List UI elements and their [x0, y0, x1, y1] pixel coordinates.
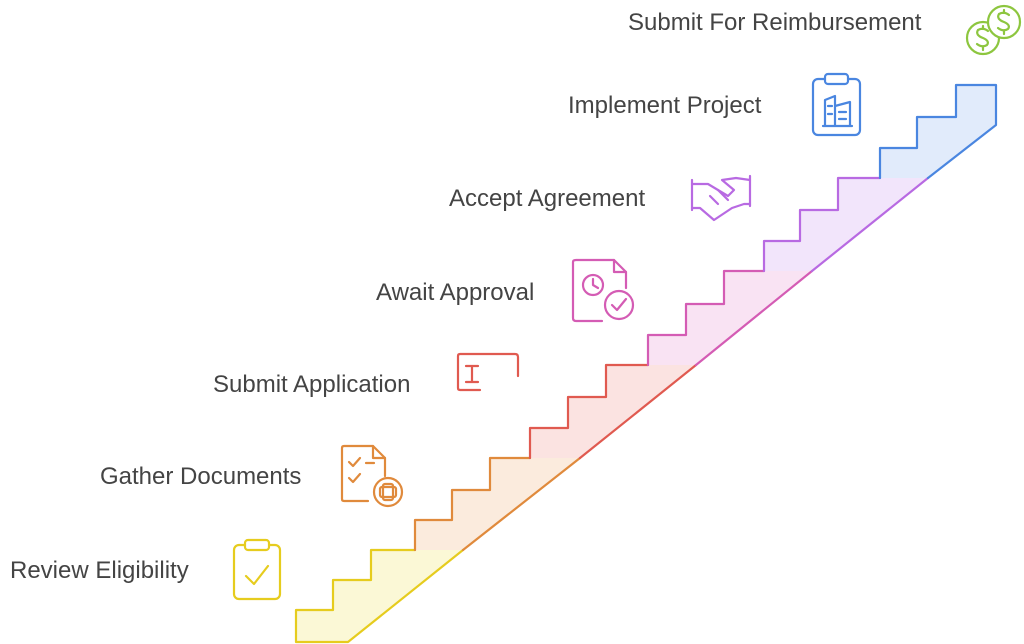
stair-outline-4 — [646, 269, 814, 367]
step-label-gather-documents: Gather Documents — [100, 463, 301, 490]
stair-outline-1 — [294, 548, 465, 644]
stair-segment-4 — [606, 271, 812, 365]
step-label-submit-application: Submit Application — [213, 371, 410, 398]
stair-segment-5 — [724, 178, 928, 271]
document-add-icon — [340, 444, 404, 508]
staircase — [296, 85, 996, 642]
step-label-accept-agreement: Accept Agreement — [449, 185, 645, 212]
step-labels: Review Eligibility Gather Documents Subm… — [10, 9, 922, 584]
step-label-await-approval: Await Approval — [376, 279, 534, 306]
stair-outline-6 — [878, 83, 998, 180]
step-label-implement-project: Implement Project — [568, 92, 762, 119]
clipboard-building-icon — [811, 72, 862, 137]
step-label-review-eligibility: Review Eligibility — [10, 557, 189, 584]
stair-segment-1 — [296, 550, 463, 642]
document-clock-icon — [571, 258, 635, 323]
stair-outline-2 — [413, 456, 582, 552]
stair-segment-2 — [371, 458, 580, 550]
stair-segment-3 — [490, 365, 696, 458]
clipboard-check-icon — [232, 538, 282, 601]
text-cursor-icon — [456, 352, 520, 392]
staircase-outline — [294, 83, 998, 644]
stair-outline-3 — [528, 363, 698, 460]
coins-icon — [965, 4, 1022, 56]
stair-outline-5 — [762, 176, 930, 273]
handshake-icon — [690, 174, 752, 222]
step-label-submit-for-reimbursement: Submit For Reimbursement — [628, 9, 922, 36]
